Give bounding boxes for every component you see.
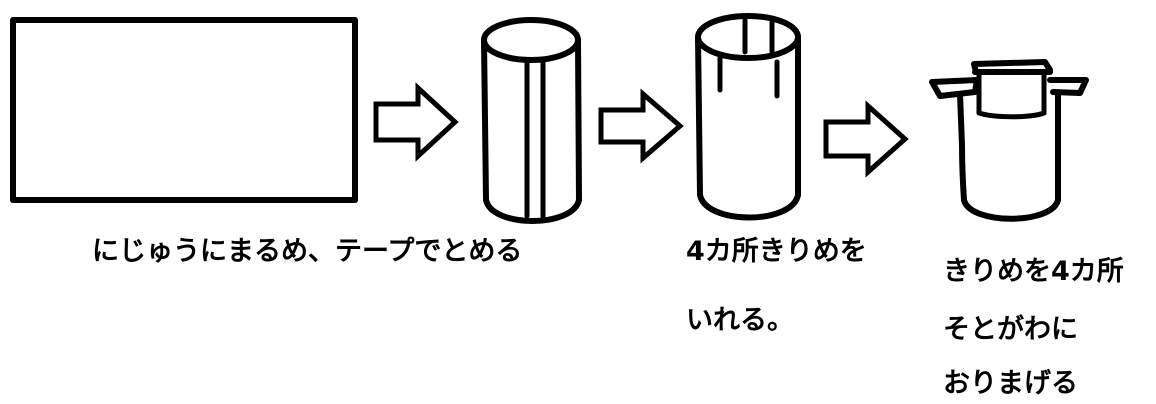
tube-left-side [481,37,489,203]
step-4-caption-line-3: おりまげる [943,368,1078,399]
inner-rim [976,110,1047,120]
tube-with-cuts [695,13,802,221]
step-2-caption-line-1: にじゅうにまるめ、テープでとめる [92,236,523,267]
step-3-caption-line-2: いれる。 [686,305,794,336]
taped-tube [481,17,582,224]
tube-folded-flaps [929,59,1089,222]
arrow-right-1 [373,82,459,162]
flap-back [971,59,1053,75]
flap-left [929,77,980,99]
step-4-caption-line-2: そとがわに [943,314,1078,345]
tube-bottom-rim [483,197,582,224]
arrow-right-3 [823,100,909,178]
tube-top-rim [695,13,801,61]
paper-sheet [10,17,358,203]
tube-top-rim [481,17,581,63]
tube-right-side [575,37,582,203]
arrow-right-2 [598,88,684,164]
tube-bottom-rim [697,192,801,221]
flap-right [1047,77,1089,96]
step-3-caption-line-1: 4カ所きりめを [686,236,867,267]
tube-left-side [695,34,703,198]
tube-bottom-rim [961,197,1061,222]
tube-left-side [957,91,967,203]
step-4-caption-line-1: きりめを4カ所 [943,256,1124,287]
